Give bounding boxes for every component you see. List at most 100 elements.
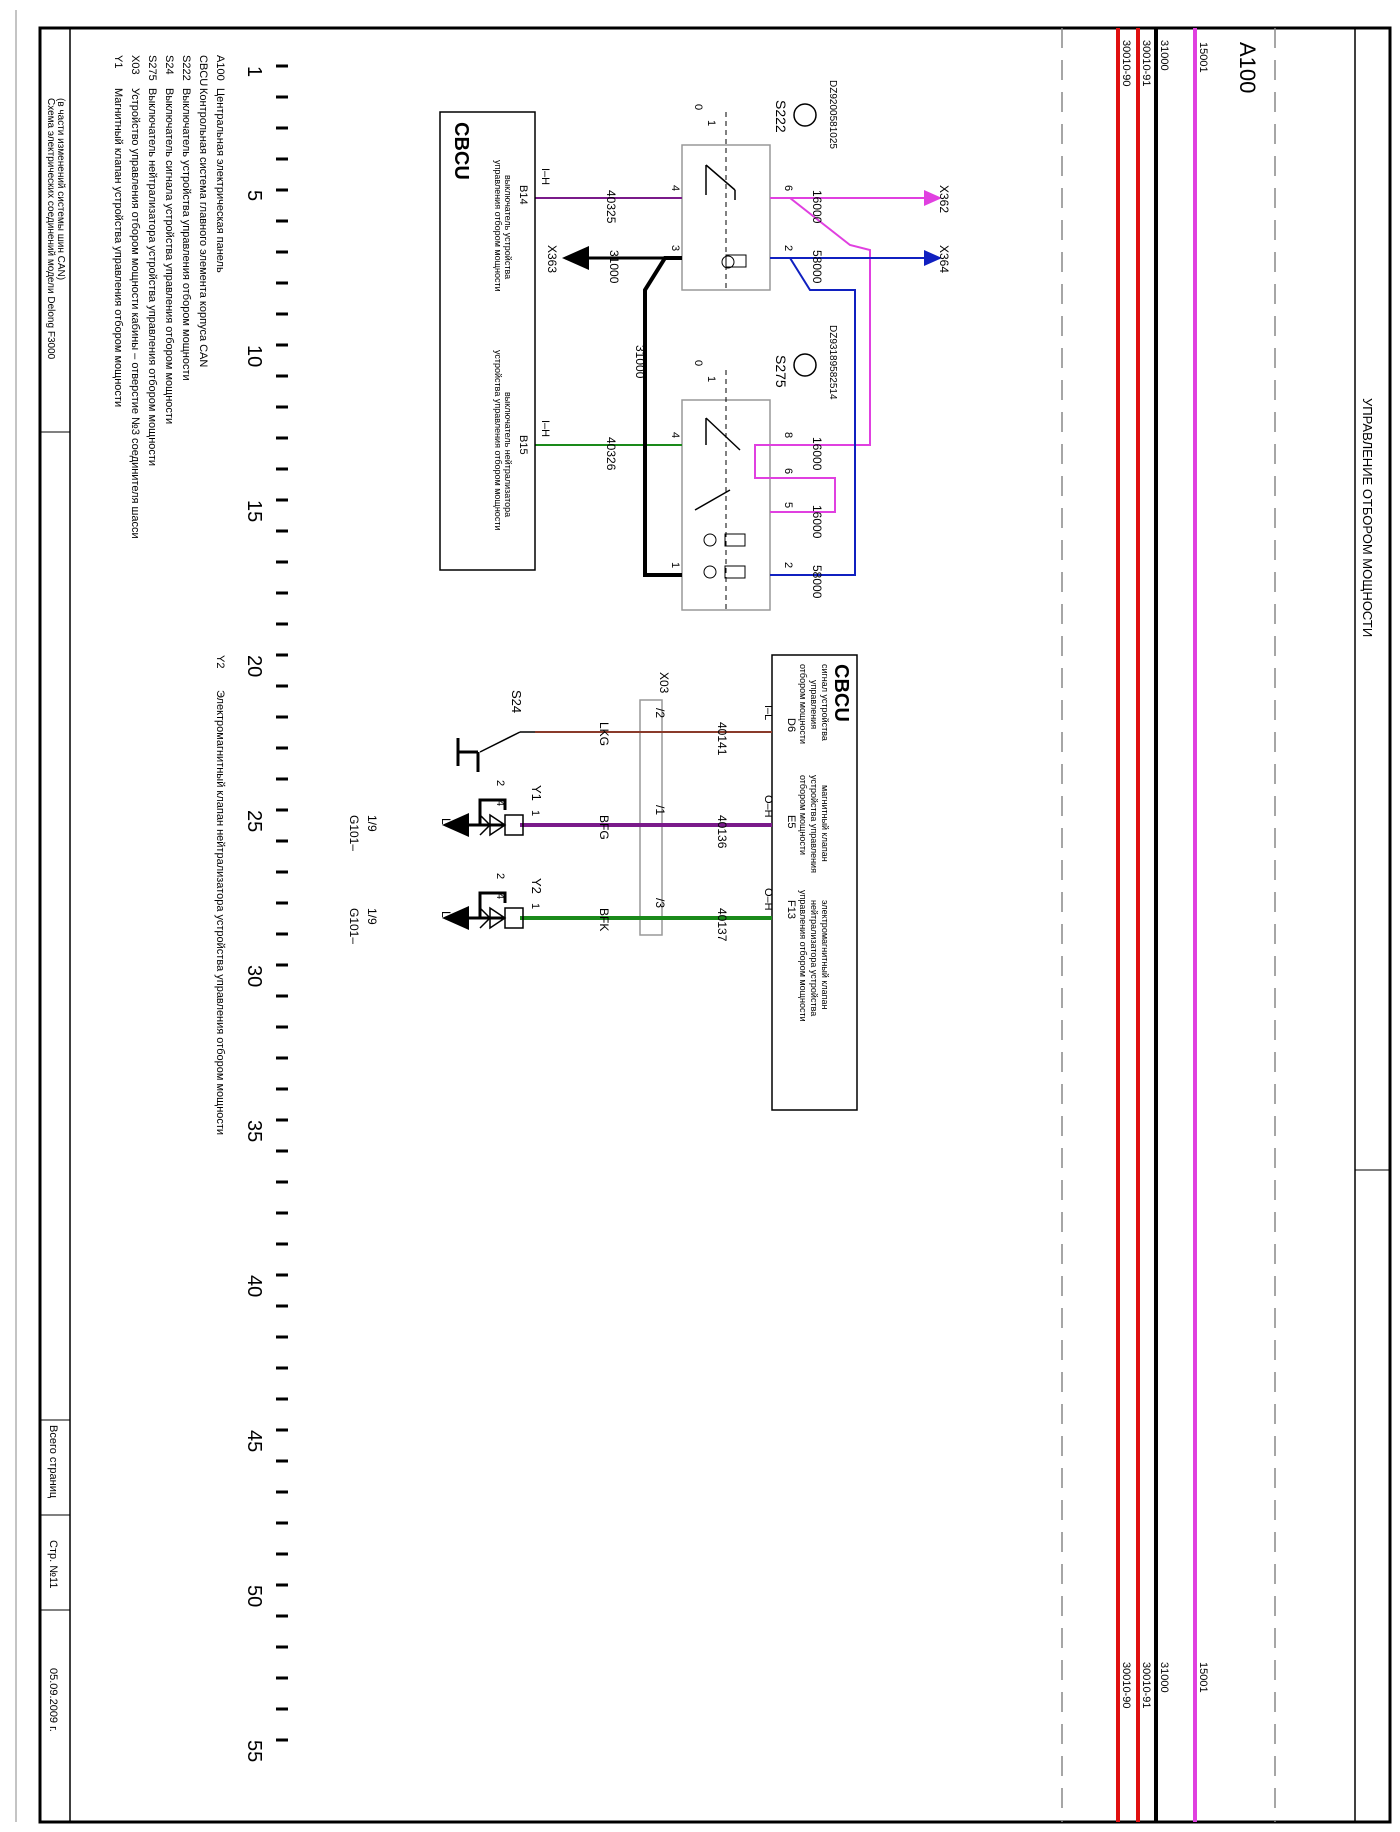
- wire-label-58000: 58000: [810, 250, 824, 284]
- ruler-label: 55: [243, 1740, 265, 1762]
- wire-label-lkg: LKG: [597, 722, 611, 746]
- legend-desc: Выключатель нейтрализатора устройства уп…: [146, 88, 158, 466]
- legend-desc: Выключатель сигнала устройства управлени…: [163, 88, 175, 424]
- wire-label-40326: 40326: [604, 437, 618, 471]
- wire-label-16000-s275a: 16000: [810, 437, 824, 471]
- rail-label-31000-top: 31000: [1158, 40, 1170, 71]
- ground-pin-y2: 1/9: [365, 908, 379, 925]
- valve-y1-pin4: 4: [494, 800, 506, 806]
- wire-label-16000: 16000: [810, 190, 824, 224]
- switch-s275: [681, 370, 771, 611]
- wire-16000-s222-s275: [770, 197, 871, 446]
- connector-x03-pin1: /1: [653, 805, 667, 815]
- ruler-label: 5: [243, 190, 265, 201]
- cbcu-b15-pin: B15: [517, 435, 529, 455]
- switch-s222-pos1: 1: [705, 120, 717, 126]
- cbcu-e5-desc-1: магнитный клапан: [820, 785, 830, 862]
- ruler-label: 25: [243, 810, 265, 832]
- block-id-label: A100: [1235, 42, 1260, 93]
- switch-s24-label: S24: [509, 690, 524, 713]
- ruler-label: 40: [243, 1275, 265, 1297]
- wire-label-l-y2: L: [439, 911, 453, 918]
- switch-s222: [681, 112, 771, 291]
- wire-label-31000: 31000: [607, 250, 621, 284]
- valve-y2-pin2: 2: [494, 873, 506, 879]
- rail-label-30010-90-bottom: 30010-90: [1120, 1662, 1132, 1709]
- footer-caption-2: (в части изменений системы шин CAN): [55, 98, 66, 280]
- ruler-label: 20: [243, 655, 265, 677]
- cbcu-bottom-box: [771, 654, 858, 1111]
- legend-code: S24: [163, 55, 175, 75]
- ruler-label: 30: [243, 965, 265, 987]
- connector-x364: X364: [937, 245, 951, 273]
- rail-label-31000-bottom: 31000: [1158, 1662, 1170, 1693]
- valve-y1: [442, 798, 524, 837]
- pin-1: 1: [669, 562, 681, 568]
- switch-s222-partno: DZ9200581025: [827, 80, 838, 149]
- column-ruler: [276, 64, 288, 1742]
- cbcu-b15-desc-1: выключатель нейтрализатора: [503, 392, 513, 517]
- cbcu-b14-level: I–H: [539, 168, 551, 185]
- switch-s275-label: S275: [773, 355, 789, 388]
- ruler-label: 45: [243, 1430, 265, 1452]
- wire-label-40137: 40137: [715, 908, 729, 942]
- cbcu-f13-desc-2: нейтрализатора устройства: [809, 900, 819, 1016]
- ruler-label: 35: [243, 1120, 265, 1142]
- wire-58000-s222-s275: [770, 257, 856, 576]
- switch-s275-symbol-icon: [793, 353, 817, 377]
- sheet-frame: [38, 26, 1392, 1824]
- legend-code: S222: [180, 55, 192, 81]
- wire-label-16000-s275b: 16000: [810, 505, 824, 539]
- rail-label-15001-bottom: 15001: [1197, 1662, 1209, 1693]
- wire-label-bfg: BFG: [597, 815, 611, 840]
- cbcu-top-box: [439, 111, 536, 571]
- cbcu-bottom-title: CBCU: [830, 664, 852, 722]
- cbcu-top-title: CBCU: [450, 122, 472, 180]
- legend-code: S275: [146, 55, 158, 81]
- legend-desc: Устройство управления отбором мощности к…: [129, 88, 141, 539]
- pin-6: 6: [782, 185, 794, 191]
- pin-8: 8: [782, 432, 794, 438]
- connector-x03-label: X03: [657, 672, 671, 694]
- legend-code: Y1: [112, 55, 124, 68]
- ruler-label: 10: [243, 345, 265, 367]
- valve-y1-pin1: 1: [529, 810, 541, 816]
- cbcu-b14-pin: B14: [517, 185, 529, 205]
- valve-y2-pin4: 4: [494, 893, 506, 899]
- legend-desc: Контрольная система главного элемента ко…: [197, 88, 209, 367]
- connector-x363: X363: [545, 245, 559, 273]
- ruler-label: 1: [243, 66, 265, 77]
- valve-y2-label: Y2: [529, 878, 544, 894]
- pin-4: 4: [669, 185, 681, 191]
- cbcu-b15-desc-2: устройства управления отбором мощности: [493, 350, 503, 530]
- ruler-label: 15: [243, 500, 265, 522]
- valve-y2: [442, 891, 524, 930]
- ground-g101-y2: G101–: [347, 908, 361, 944]
- pin-2: 2: [782, 562, 794, 568]
- cbcu-b14-desc-2: управления отбором мощности: [493, 160, 503, 292]
- ground-g101-y1: G101–: [347, 815, 361, 851]
- cbcu-d6-desc-1: сигнал устройства: [820, 664, 830, 741]
- valve-y2-pin1: 1: [529, 903, 541, 909]
- cbcu-f13-level: O–H: [762, 888, 774, 911]
- rail-label-30010-91-top: 30010-91: [1140, 40, 1152, 87]
- pin-2: 2: [782, 245, 794, 251]
- switch-s275-partno: DZ93189582514: [827, 325, 838, 400]
- rail-label-30010-90-top: 30010-90: [1120, 40, 1132, 87]
- wire-16000-s275-loop: [754, 444, 836, 513]
- legend-code: CBCU: [197, 55, 209, 86]
- cbcu-e5-level: O–H: [762, 795, 774, 818]
- connector-x03-pin3: /3: [653, 898, 667, 908]
- connector-x03-body: [639, 699, 663, 936]
- switch-s24: [456, 731, 535, 772]
- cbcu-d6-desc-3: отбором мощности: [798, 664, 808, 744]
- switch-s222-symbol-icon: [793, 103, 817, 127]
- pin-5: 5: [782, 502, 794, 508]
- cbcu-d6-pin: D6: [785, 718, 797, 732]
- cbcu-f13-pin: F13: [785, 900, 797, 919]
- connector-x362: X362: [937, 185, 951, 213]
- legend-code: X03: [129, 55, 141, 75]
- footer-total-pages: Всего страниц: [47, 1425, 59, 1499]
- valve-y1-pin2: 2: [494, 780, 506, 786]
